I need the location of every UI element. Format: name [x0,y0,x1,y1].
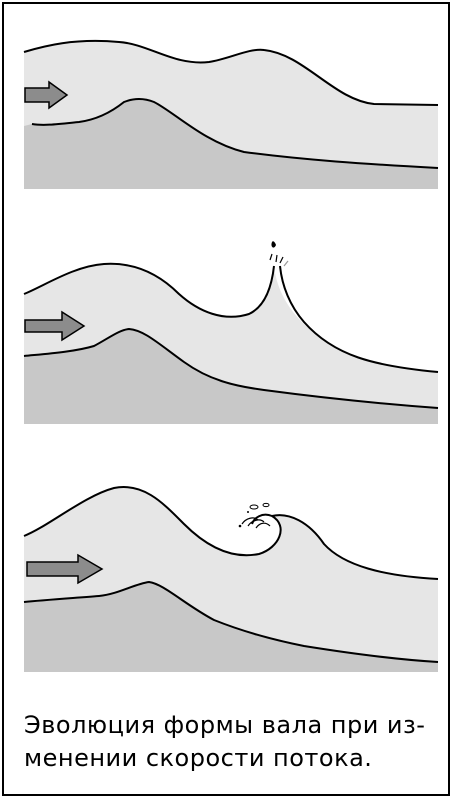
spray-icon [239,503,270,528]
panel-stage-2 [24,241,438,424]
wave-evolution-figure [4,4,448,684]
panel-stage-1 [24,41,438,189]
caption-line-2: менении скорости потока. [24,742,439,775]
caption-line-1: Эволюция формы вала при из- [24,709,439,742]
spray-icon [270,241,288,266]
panel-stage-3 [24,487,438,672]
figure-caption: Эволюция формы вала при из- менении скор… [24,709,439,775]
